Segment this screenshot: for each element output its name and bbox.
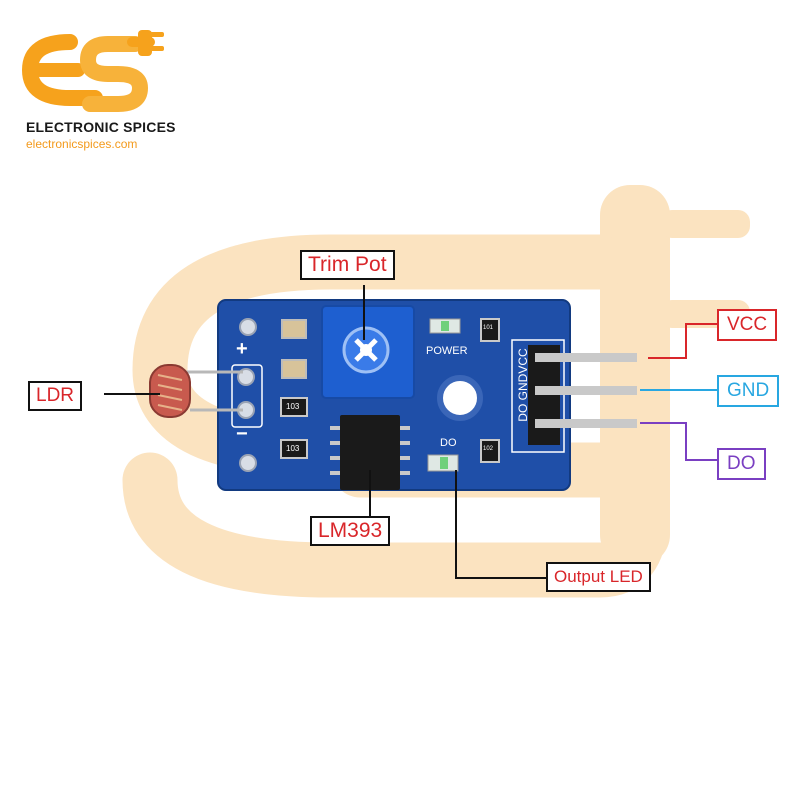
pin-vcc-text: VCC (516, 348, 530, 374)
ldr-icon (149, 364, 243, 418)
do-label: DO (717, 448, 766, 480)
lm393-label: LM393 (310, 516, 391, 546)
pin-header-text: DO GNDVCC (516, 335, 530, 435)
minus-mark: − (236, 423, 248, 445)
output-led-label: Output LED (546, 562, 651, 592)
trim-pot-label: Trim Pot (300, 250, 395, 280)
output-led-leader (455, 470, 546, 579)
vcc-leader (648, 323, 718, 359)
power-label: POWER (426, 345, 468, 357)
gnd-label: GND (717, 375, 780, 407)
ldr-label: LDR (28, 381, 83, 411)
resistor-code: 103 (286, 402, 300, 411)
pin-header-icon (528, 345, 637, 445)
lm393-chip-icon (330, 415, 410, 490)
do-leader (640, 422, 718, 461)
pin-gnd-text: GND (516, 373, 530, 401)
resistor-code: 101 (483, 325, 494, 331)
brand-url: electronicspices.com (26, 137, 138, 151)
pin-do-text: DO (516, 403, 530, 422)
mount-hole-icon (239, 318, 257, 336)
mount-hole-icon (239, 454, 257, 472)
resistor-icon (280, 318, 500, 463)
resistor-code: 102 (483, 446, 494, 452)
brand-name: ELECTRONIC SPICES (26, 119, 176, 135)
plus-mark: + (236, 338, 248, 360)
power-led-icon (429, 318, 461, 334)
trim-pot-icon (321, 305, 415, 399)
output-led-icon (427, 454, 459, 472)
resistor-code: 103 (286, 444, 300, 453)
vcc-label: VCC (717, 309, 778, 341)
capacitor-icon (281, 319, 307, 379)
mount-hole-icon (437, 375, 483, 421)
do-board-label: DO (440, 437, 457, 449)
